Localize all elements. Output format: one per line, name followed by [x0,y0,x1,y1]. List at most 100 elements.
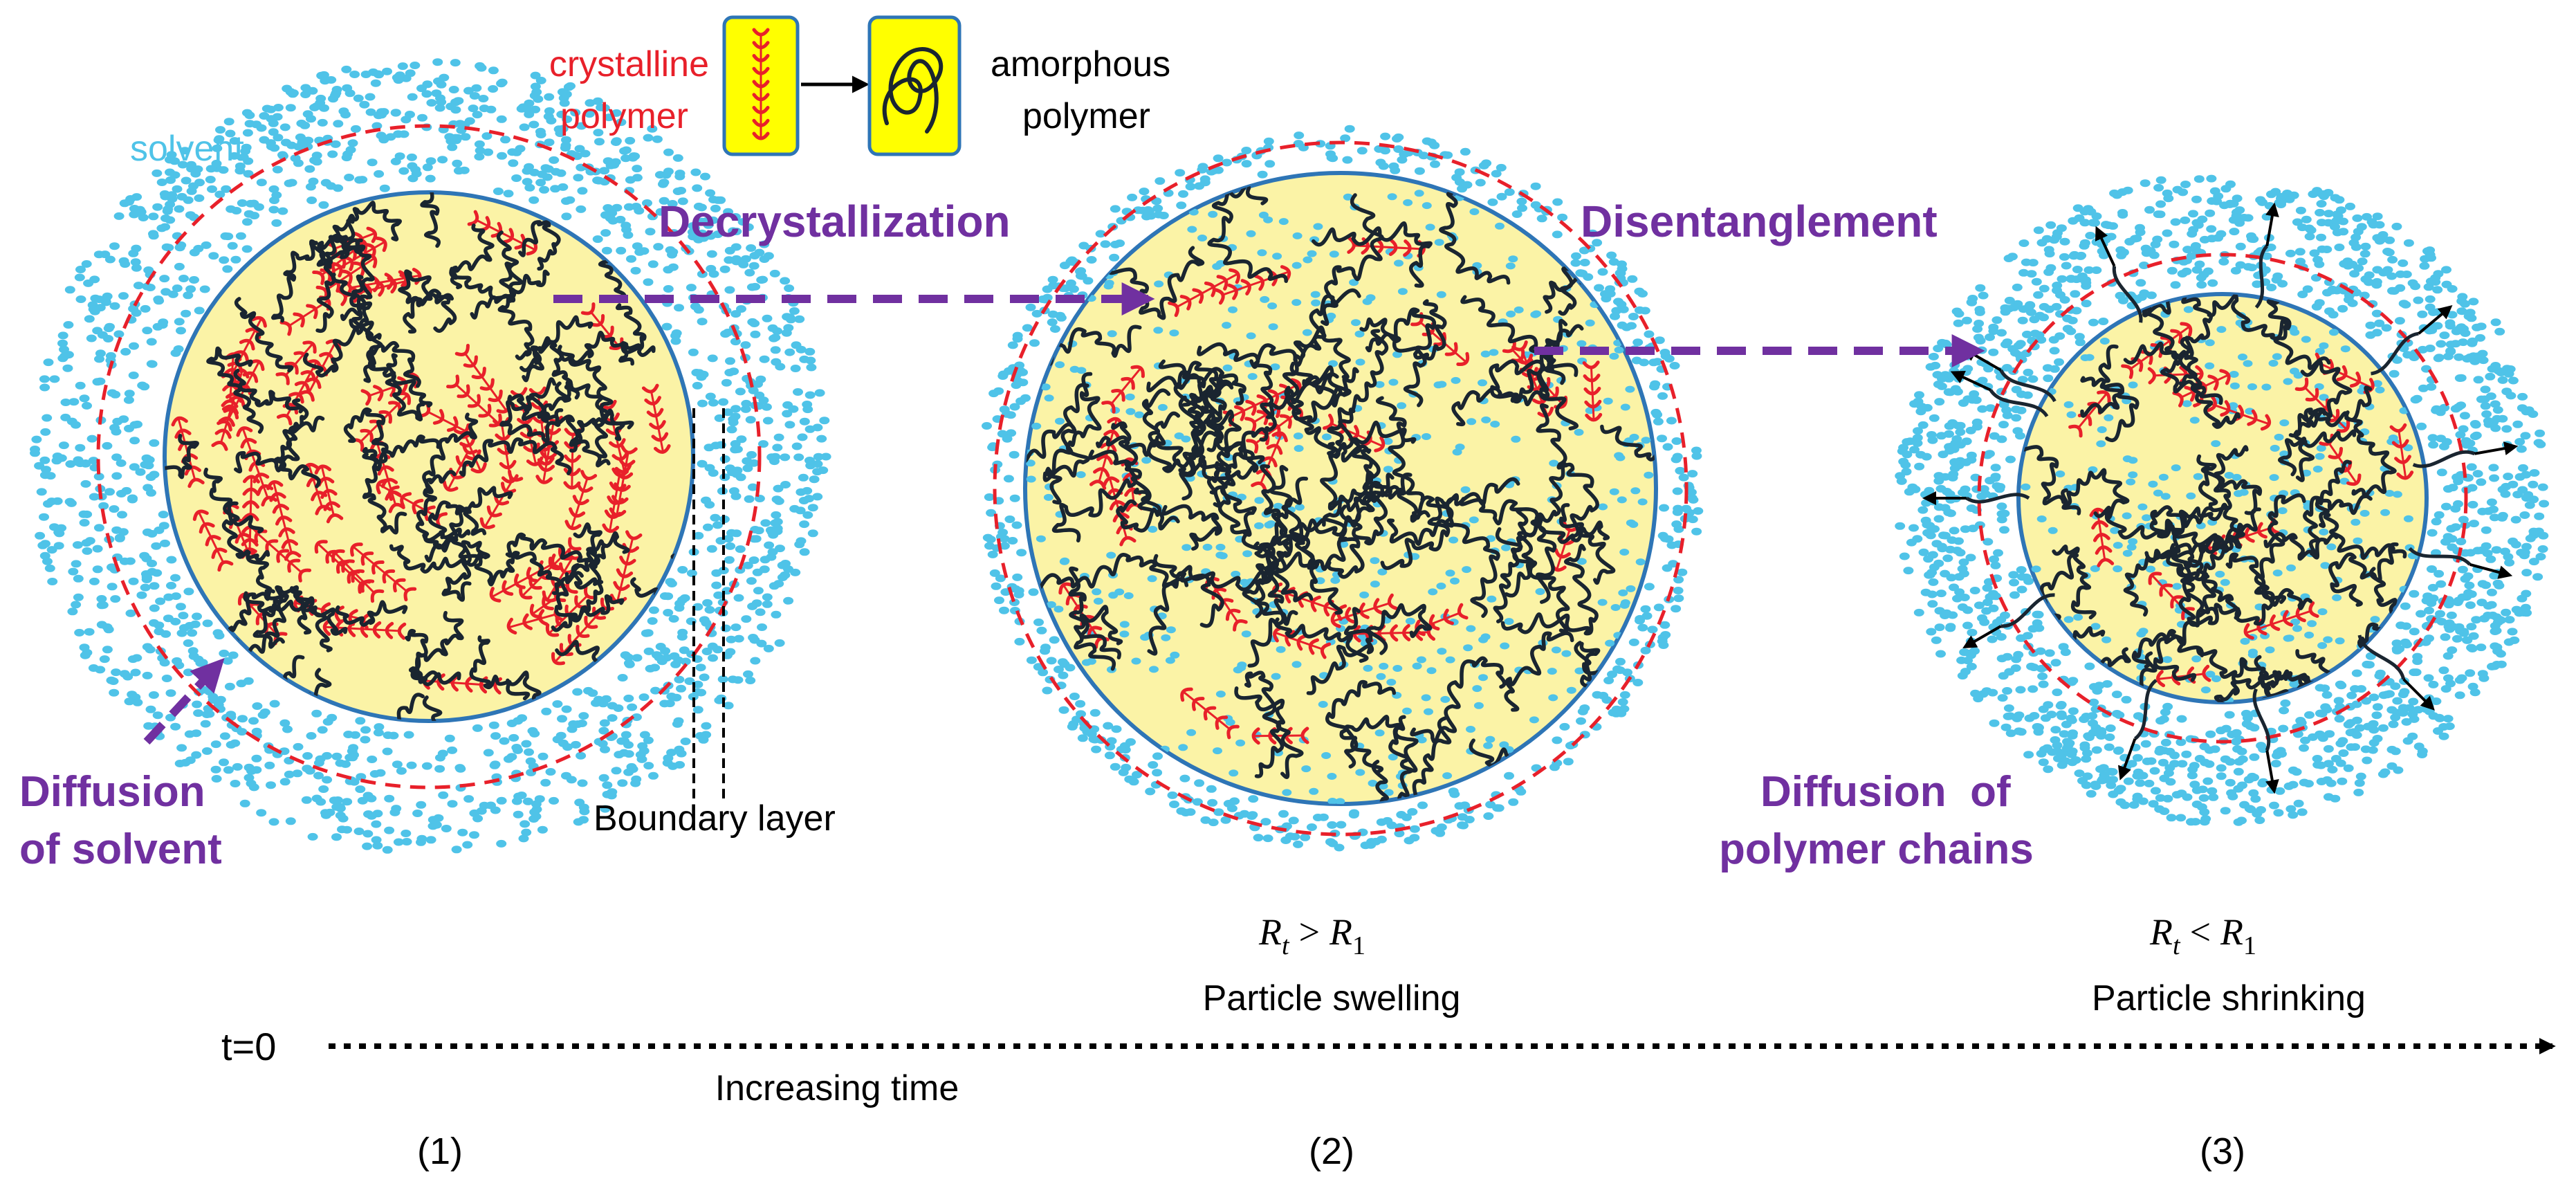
solvent-dot [2354,724,2365,732]
solvent-dot [39,383,50,392]
solvent-dot [2012,283,2023,291]
solvent-dot [2519,511,2530,519]
solvent-dot [1619,691,1630,699]
solvent-dot [178,612,189,620]
escaping-chain [1999,369,2057,403]
solvent-dot [743,670,753,678]
solvent-dot [2029,316,2040,324]
boundary-layer-circle-3 [1977,253,2468,744]
solvent-dot [434,104,445,112]
solvent-dot [2153,183,2164,192]
solvent-dot [2197,785,2208,794]
escape-arrow [2265,202,2279,246]
solvent-dot [2052,688,2063,697]
solvent-dot [1059,558,1069,565]
solvent-dot [1462,566,1472,574]
solvent-dot [353,828,365,835]
amorphous-chain [1042,372,1102,482]
solvent-dot [2083,266,2095,274]
solvent-dot [2096,440,2106,448]
solvent-dot [1557,213,1568,221]
solvent-dot [1257,170,1268,179]
solvent-dot [124,697,135,706]
solvent-dot [1909,446,1920,454]
solvent-dot [1056,313,1067,322]
solvent-dot [2528,480,2539,488]
solvent-dot [2525,534,2536,542]
solvent-dot [2060,648,2071,657]
solvent-dot [986,509,997,517]
amorphous-chain [449,266,550,303]
solvent-dot [457,828,468,837]
solvent-dot [2216,326,2227,333]
solvent-dot [272,165,283,174]
solvent-dot [213,136,224,144]
solvent-dot [2372,703,2383,711]
solvent-dot [663,754,674,762]
amorphous-chain [616,303,647,366]
solvent-dot [1348,811,1359,819]
solvent-dot [478,95,489,102]
solvent-dot [483,148,494,156]
solvent-dot [1058,671,1069,679]
solvent-dot [987,550,998,558]
solvent-dot [1579,704,1590,712]
solvent-dot [128,577,139,585]
amorphous-chain [1274,617,1369,663]
solvent-dot [594,138,605,146]
solvent-dot [2441,280,2452,289]
solvent-dot [522,178,533,186]
solvent-dot [762,417,773,425]
solvent-dot [205,165,217,173]
solvent-dot [2241,709,2252,718]
solvent-dot [1215,691,1226,698]
solvent-dot [540,164,551,172]
solvent-dot [2534,429,2546,437]
solvent-dot [1574,667,1585,675]
amorphous-chain [2214,445,2263,515]
solvent-dot [2455,627,2466,635]
amorphous-chain [1051,421,1139,542]
solvent-dot [2250,795,2261,803]
solvent-dot [1926,628,1937,636]
solvent-dot [2295,257,2306,266]
solvent-dot [2427,583,2438,592]
solvent-dot [2374,319,2385,327]
amorphous-chain [518,220,561,271]
solvent-dot [1248,795,1259,803]
solvent-dot [650,664,661,672]
amorphous-chain [2123,549,2176,617]
solvent-dot [679,646,690,655]
solvent-dot [2079,744,2090,752]
solvent-dot [1989,555,2000,563]
solvent-dot [701,722,712,730]
solvent-dot [699,673,710,682]
amorphous-chain [450,223,495,290]
solvent-dot [749,320,760,327]
crystalline-segment [2389,423,2414,480]
solvent-dot [1969,587,1980,594]
solvent-dot [1917,421,1929,429]
solvent-dot [2539,500,2550,508]
solvent-dot [549,156,560,164]
solvent-dot [94,355,104,363]
solvent-dot [1285,832,1296,841]
solvent-dot [2378,268,2389,277]
amorphous-chain [289,586,348,636]
solvent-dot [2276,750,2287,758]
solvent-dot [2104,743,2115,751]
solvent-dot [816,435,827,443]
solvent-dot [1233,666,1243,674]
solvent-dot [397,62,408,71]
solvent-dot [136,208,147,216]
solvent-dot [1640,605,1651,613]
solvent-dot [654,653,665,661]
solvent-dot [705,392,716,401]
solvent-dot [719,455,730,463]
solvent-dot [1254,522,1264,529]
solvent-dot [1388,753,1398,761]
solvent-dot [1511,435,1521,443]
solvent-dot [2457,293,2468,301]
amorphous-chain [469,635,531,701]
solvent-dot [769,269,780,277]
